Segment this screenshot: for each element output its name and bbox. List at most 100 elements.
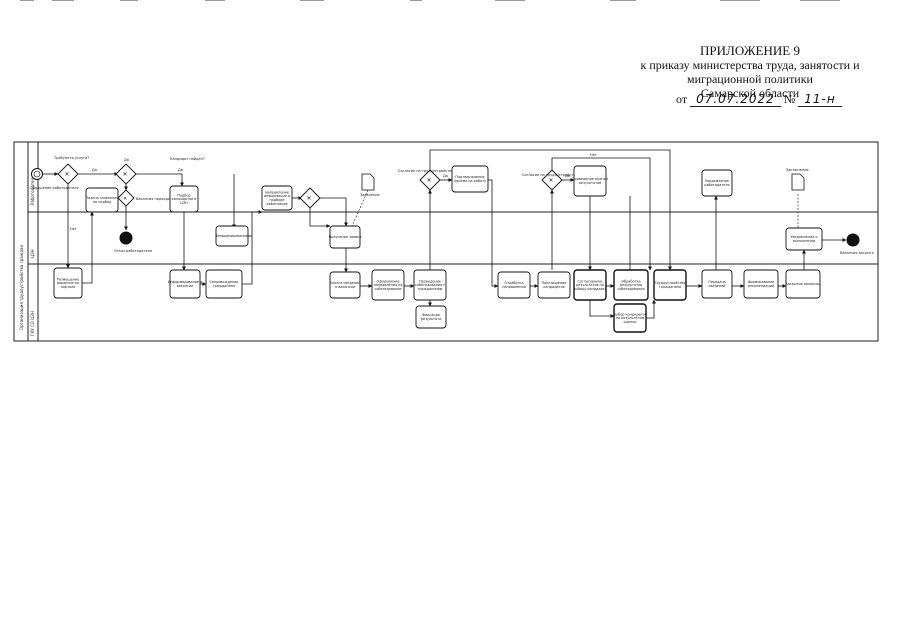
task-label-line: направления на xyxy=(374,283,403,287)
task-label-line: Отработка xyxy=(504,281,523,285)
scan-artifact xyxy=(205,0,225,1)
flow xyxy=(589,300,615,318)
task-label-line: вакансии на xyxy=(57,281,79,285)
flow-label-no: Нет xyxy=(70,227,77,231)
flow xyxy=(429,149,672,271)
gateway-4: ✕ xyxy=(299,187,321,209)
task-label-line: Проведение xyxy=(419,279,441,283)
task-label-line: приема на работу xyxy=(454,179,486,183)
end-event xyxy=(846,233,860,247)
task-label-line: оценки xyxy=(624,320,637,324)
task-label-line: Уведомление xyxy=(705,179,729,183)
task-label-line: Обработка xyxy=(621,279,640,283)
scan-artifact xyxy=(720,0,760,1)
task: Закрытие вакансии xyxy=(785,269,821,299)
task-label-line: Проведение оценки xyxy=(572,177,608,181)
flow xyxy=(488,179,499,288)
lane-label: ГКУ СО ЦЗН xyxy=(30,311,35,336)
lane-label: ЦЗН xyxy=(30,249,35,258)
task-label-line: Согласование xyxy=(578,279,603,283)
gateway-2: ✕ xyxy=(115,163,137,185)
appendix-title: ПРИЛОЖЕНИЕ 9 xyxy=(700,43,800,58)
appendix-date-line: от 07.07.2022 № 11-н xyxy=(676,92,905,107)
flow-label-no: Нет xyxy=(590,153,597,157)
task-shape xyxy=(371,269,405,301)
task-label-line: Выбор кандидатов xyxy=(613,312,647,316)
end-event-label: Вакансия закрыта xyxy=(840,251,874,255)
task-label-line: Фиксация xyxy=(422,313,440,317)
scan-artifact xyxy=(20,0,34,1)
gateway-3: ✕ Вакансия подходит? xyxy=(117,189,174,207)
task-shape xyxy=(613,269,649,301)
task-shape xyxy=(451,165,489,193)
task-label-line: результатов по xyxy=(576,283,604,287)
flow xyxy=(136,173,184,187)
document-label: Заявление xyxy=(360,193,380,197)
gateway-label: Вакансия подходит? xyxy=(136,197,174,201)
task-shape xyxy=(701,169,733,197)
task-label-line: работодателя xyxy=(704,183,729,187)
task-label-line: рекомендаций xyxy=(748,284,774,288)
scan-artifact xyxy=(610,0,636,1)
task-shape xyxy=(205,269,243,299)
task-label-line: гражданина xyxy=(213,284,235,288)
task-label-line: Информирование о xyxy=(168,280,203,284)
scan-artifact xyxy=(52,0,74,1)
task-label-line: Трудоустройство xyxy=(654,281,686,285)
flow xyxy=(242,210,263,285)
task-label-line: Приглашение xyxy=(542,281,567,285)
task-shape xyxy=(329,225,361,249)
task-label: Закрытие вакансии xyxy=(785,282,820,286)
task-shape xyxy=(329,271,361,299)
gateway-label: Согласие на трудоустройство? xyxy=(522,173,580,177)
gateway-label: Кандидат найден? xyxy=(170,157,205,161)
task-label-line: Формирование xyxy=(748,280,775,284)
task-label-line: ЦЗН xyxy=(180,201,188,205)
task-label-line: собеседования с xyxy=(415,283,445,287)
task-label-line: собеседование xyxy=(374,287,401,291)
document-1: Заявление xyxy=(360,173,380,197)
task-label-line: направления xyxy=(502,285,525,289)
document-icon xyxy=(361,173,375,191)
task-label-line: Передача xyxy=(708,280,725,284)
task-label: Получение заявки xyxy=(329,235,362,239)
scan-artifact xyxy=(300,0,324,1)
document-label: Заключение xyxy=(786,168,809,172)
task-label-line: гражданином xyxy=(418,287,443,291)
task-label-line: выполнении xyxy=(793,239,815,243)
handwritten-date: 07.07.2022 xyxy=(690,92,781,107)
appendix-line-3: Самарской области xyxy=(700,86,800,100)
exclusive-gateway xyxy=(419,169,441,191)
flow xyxy=(551,157,652,271)
gateway-label: Требуются услуги? xyxy=(53,156,89,160)
flow-label-yes: Да xyxy=(178,168,183,172)
task-shape xyxy=(413,269,447,301)
appendix-line-1: к приказу министерства труда, занятости … xyxy=(640,58,860,72)
gateway-x-icon: ✕ xyxy=(65,171,70,178)
task-shape xyxy=(613,303,647,333)
task-label-line: Оформление xyxy=(376,279,399,283)
task-label-line: о вакансии xyxy=(335,285,355,289)
appendix-line-2: миграционной политики xyxy=(687,72,813,86)
task: Получение заявки xyxy=(329,225,362,249)
gateway-x-icon: ✕ xyxy=(307,195,312,202)
